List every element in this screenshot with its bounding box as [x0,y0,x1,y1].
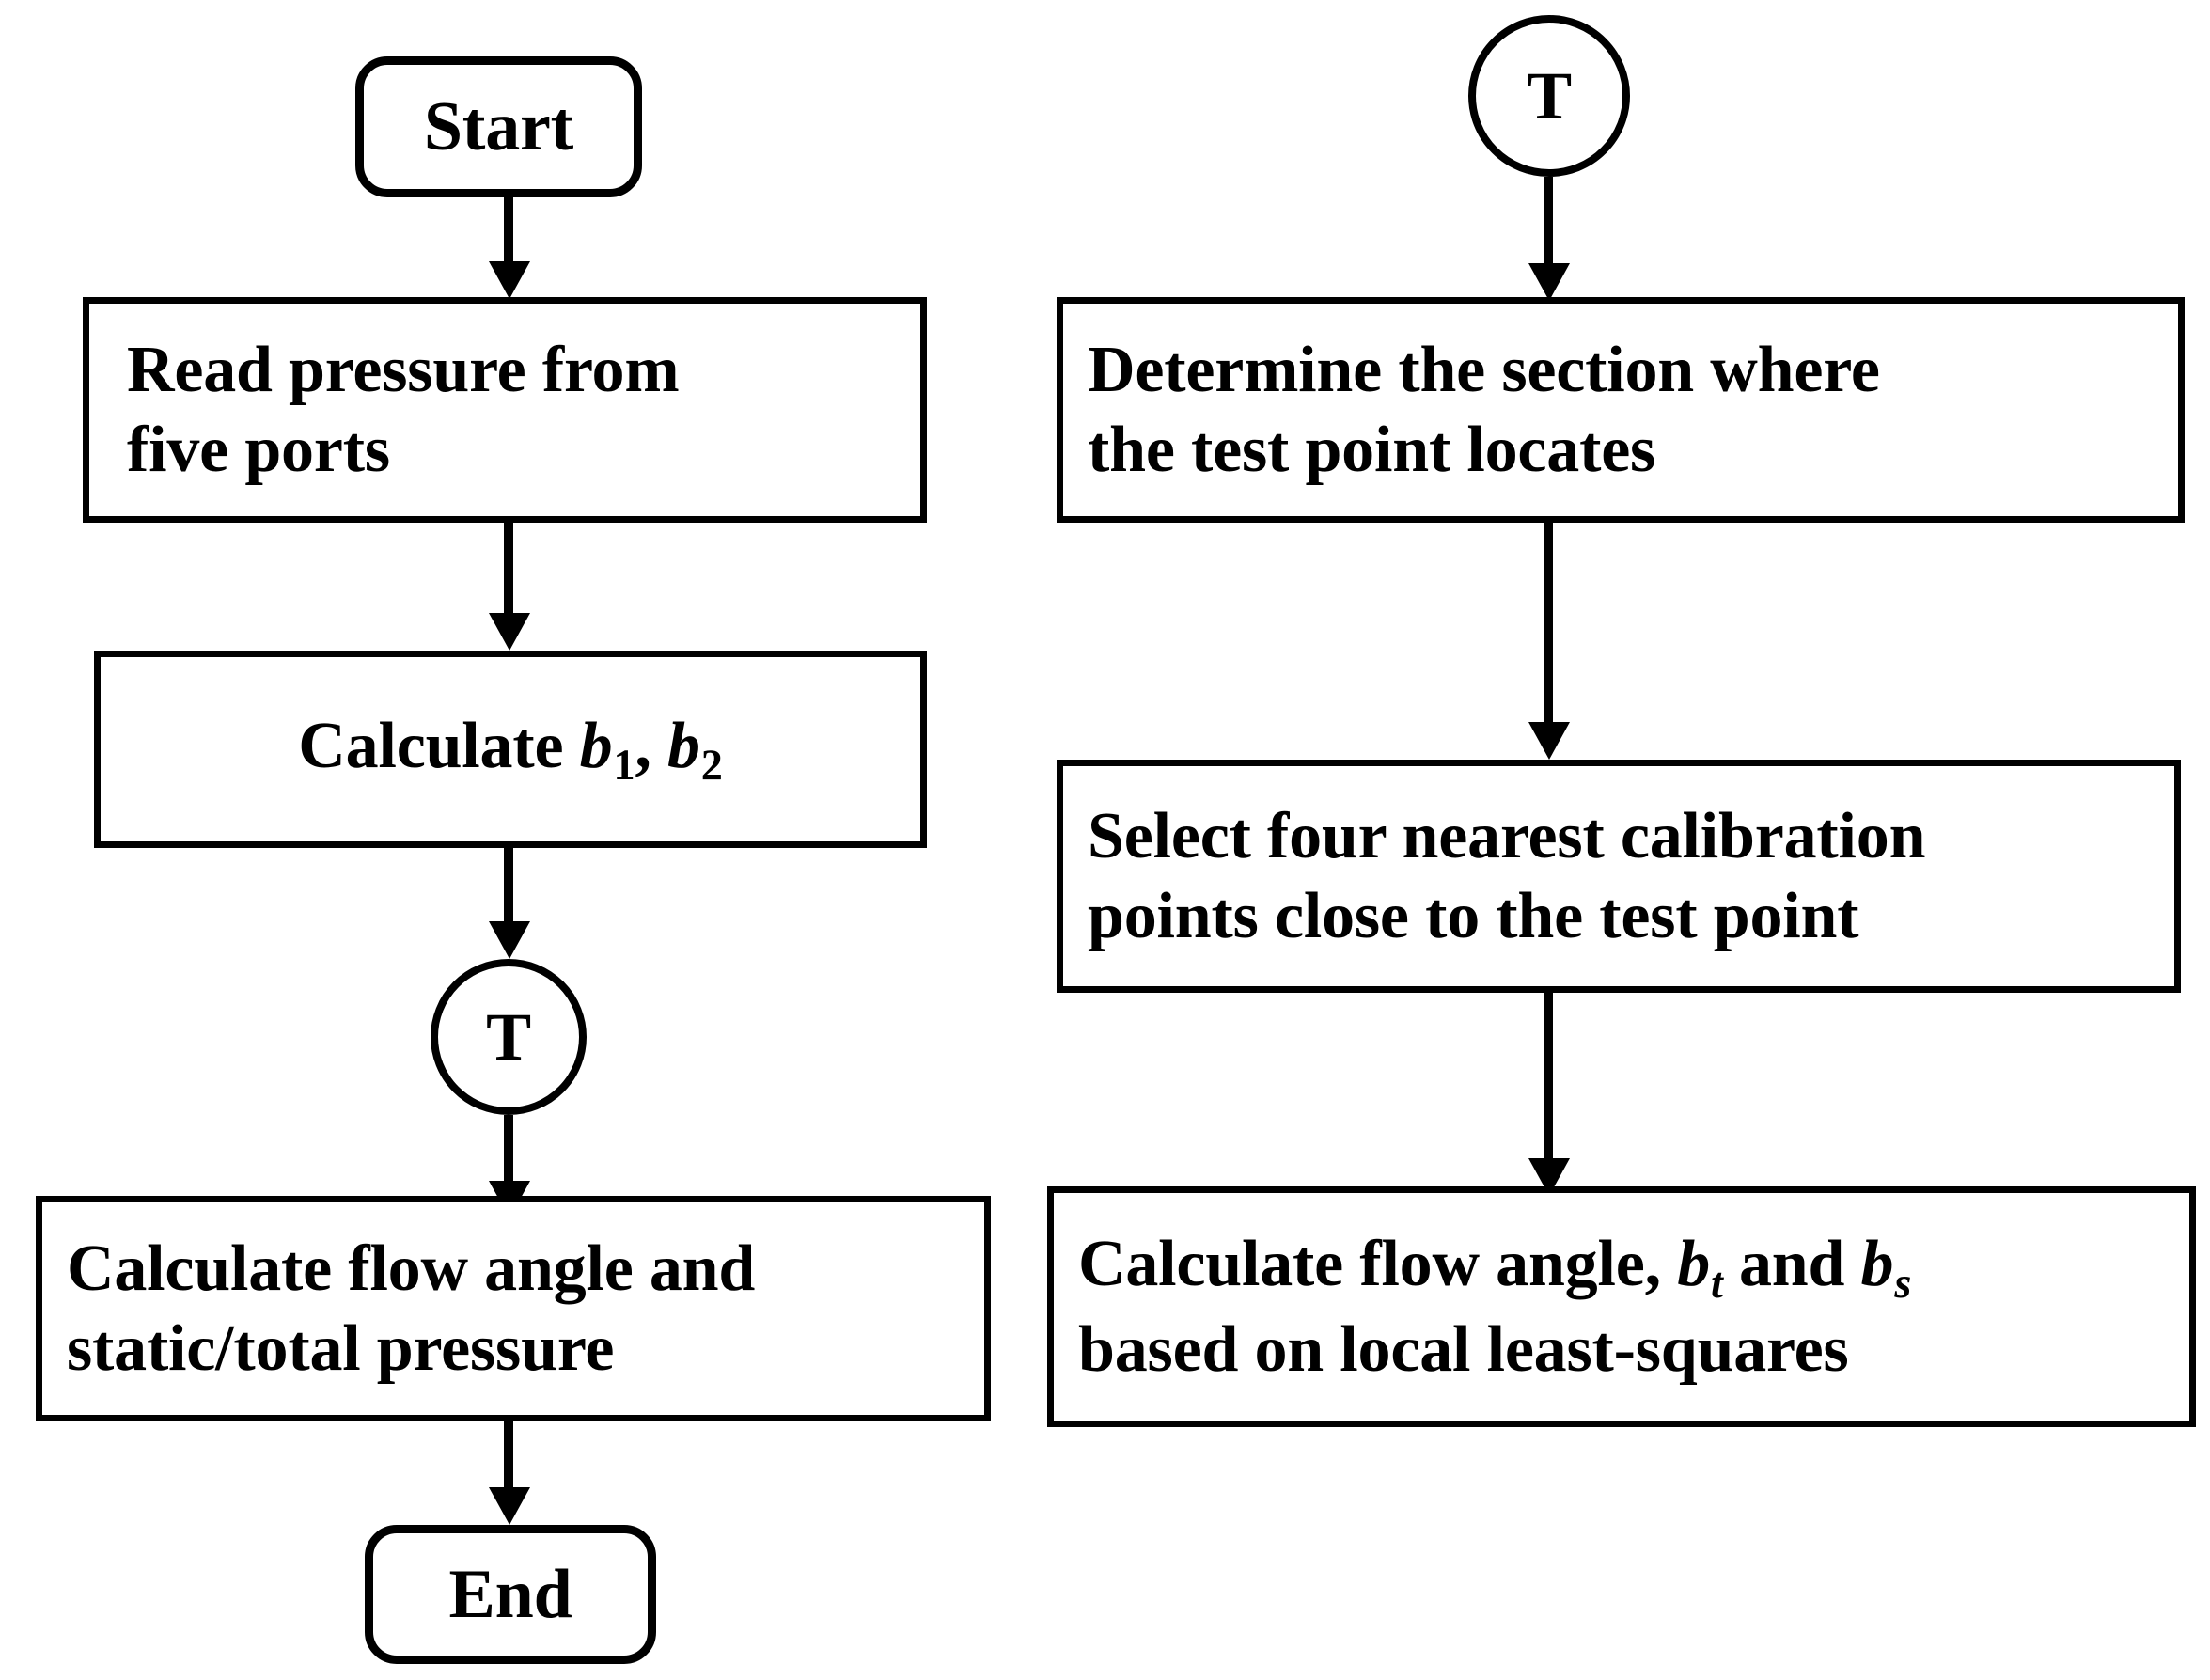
node-start-label: Start [423,87,574,165]
node-connector-t-in[interactable]: T [1468,15,1630,177]
node-calculate-b-label: Calculate b1, b2 [298,710,723,790]
edge-read-pressure-to-calculate-b [489,523,530,651]
edge-connector-t-to-determine-section [1528,177,1570,301]
edge-calculate-flow-to-end [489,1421,530,1525]
edge-determine-section-to-select-points [1528,523,1570,760]
node-connector-t-out[interactable]: T [431,959,587,1115]
edge-calculate-b-to-connector-t [489,848,530,959]
node-end[interactable]: End [365,1525,656,1664]
node-connector-t-in-label: T [1527,58,1572,133]
node-calculate-b[interactable]: Calculate b1, b2 [94,651,927,848]
node-connector-t-out-label: T [486,999,531,1075]
node-start[interactable]: Start [355,56,642,197]
node-end-label: End [448,1555,572,1633]
edge-start-to-read-pressure [489,197,530,299]
edge-select-points-to-calculate-ls [1528,993,1570,1196]
